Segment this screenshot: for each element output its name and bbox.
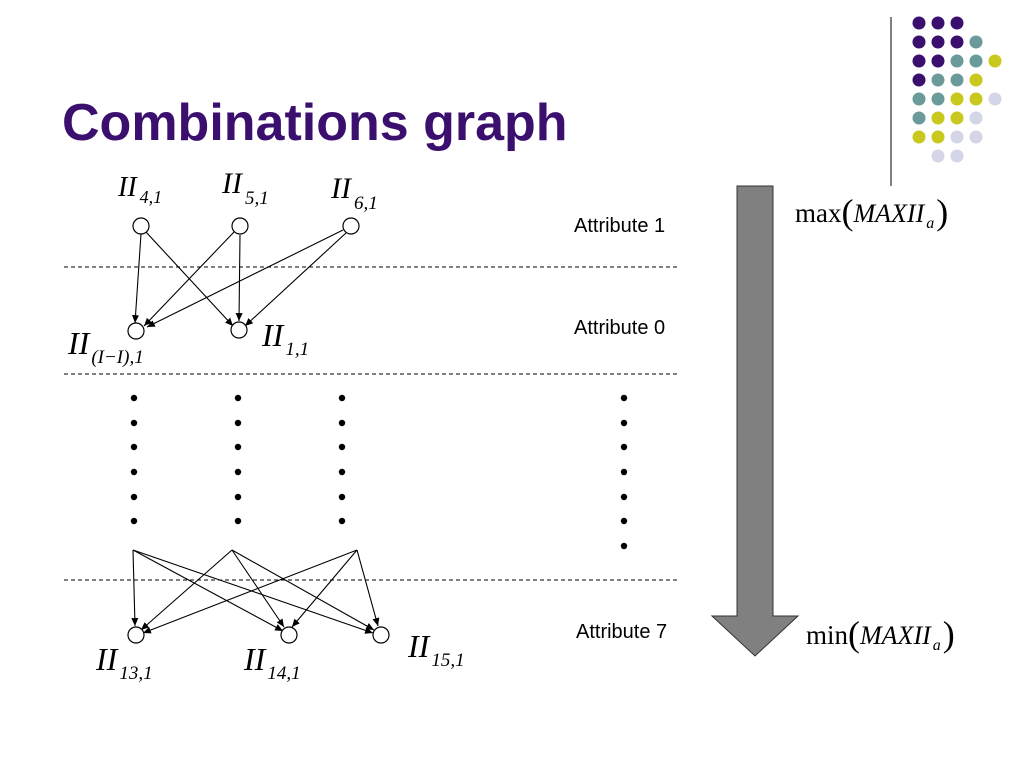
node-I — [127, 322, 145, 340]
decor-dot — [912, 54, 926, 68]
ellipsis-dot — [130, 443, 138, 451]
edge-5-to-I — [143, 231, 235, 327]
attribute-label-7: Attribute 7 — [576, 621, 667, 643]
node-5 — [231, 217, 249, 235]
decor-dot — [950, 73, 964, 87]
ellipsis-dot — [338, 394, 346, 402]
label-node-I: II(I−I),1 — [67, 325, 144, 368]
decor-dot — [931, 54, 945, 68]
edge-b-to-15 — [231, 549, 375, 631]
edge-5-to-1 — [235, 234, 243, 322]
ellipsis-dot — [620, 493, 628, 501]
ellipsis-dot — [234, 419, 242, 427]
decor-dot — [969, 92, 983, 106]
ellipsis-dot — [234, 443, 242, 451]
edge-6-to-1 — [244, 232, 347, 327]
ellipsis-dot — [234, 493, 242, 501]
edge-6-to-I — [146, 229, 344, 328]
decor-dot — [912, 35, 926, 49]
decor-dot — [969, 35, 983, 49]
edge-b-to-13 — [140, 549, 233, 631]
ellipsis-dot — [130, 517, 138, 525]
edge-a-to-13 — [131, 549, 139, 627]
slide-title: Combinations graph — [62, 94, 568, 152]
decor-dot — [969, 111, 983, 125]
ellipsis-dot — [620, 517, 628, 525]
decor-dot — [988, 92, 1002, 106]
edge-c-to-13 — [142, 549, 358, 634]
decor-dot — [950, 111, 964, 125]
edges-upper — [132, 229, 347, 328]
edges-lower — [131, 549, 380, 634]
decor-dot — [931, 16, 945, 30]
decor-dot — [950, 35, 964, 49]
decor-dot — [950, 92, 964, 106]
decor-dot-grid — [912, 16, 1002, 163]
ellipsis-dot — [338, 443, 346, 451]
ellipsis-dot — [130, 419, 138, 427]
edge-a-to-15 — [132, 549, 374, 634]
decor-dot — [912, 130, 926, 144]
decor-dot — [912, 73, 926, 87]
node-6 — [342, 217, 360, 235]
ellipsis-dot — [234, 468, 242, 476]
decor-dot — [931, 149, 945, 163]
decor-dot — [950, 16, 964, 30]
ellipsis-dot — [234, 517, 242, 525]
ellipsis-dot — [620, 542, 628, 550]
decor-dot — [988, 54, 1002, 68]
decor-dot — [969, 54, 983, 68]
node-1 — [230, 321, 248, 339]
decor-dot — [931, 130, 945, 144]
edge-4-to-I — [132, 233, 142, 324]
ellipsis-dot — [338, 517, 346, 525]
ellipsis-dot — [620, 419, 628, 427]
decor-dot — [931, 92, 945, 106]
decor-dot — [950, 54, 964, 68]
edge-a-to-14 — [132, 549, 284, 632]
decor-dot — [950, 149, 964, 163]
decor-dot — [931, 35, 945, 49]
decor-dot — [931, 111, 945, 125]
edge-c-to-14 — [291, 549, 358, 628]
decor-dot — [912, 111, 926, 125]
ellipsis-dot — [234, 394, 242, 402]
node-15 — [372, 626, 390, 644]
ellipsis-dot — [130, 394, 138, 402]
ellipsis-dot — [338, 468, 346, 476]
decor-dot — [950, 130, 964, 144]
decor-dot — [912, 16, 926, 30]
node-14 — [280, 626, 298, 644]
down-arrow-icon — [710, 185, 800, 657]
edge-c-to-15 — [356, 549, 380, 627]
attribute-label-1: Attribute 1 — [574, 215, 665, 237]
ellipsis-columns — [130, 394, 628, 550]
ellipsis-dot — [338, 493, 346, 501]
ellipsis-dot — [130, 468, 138, 476]
decor-dot — [912, 92, 926, 106]
decor-dot — [969, 73, 983, 87]
ellipsis-dot — [338, 419, 346, 427]
decor-dot — [969, 130, 983, 144]
node-13 — [127, 626, 145, 644]
node-4 — [132, 217, 150, 235]
ellipsis-dot — [620, 443, 628, 451]
ellipsis-dot — [620, 468, 628, 476]
decor-dot — [931, 73, 945, 87]
ellipsis-dot — [620, 394, 628, 402]
ellipsis-dot — [130, 493, 138, 501]
attribute-label-0: Attribute 0 — [574, 317, 665, 339]
